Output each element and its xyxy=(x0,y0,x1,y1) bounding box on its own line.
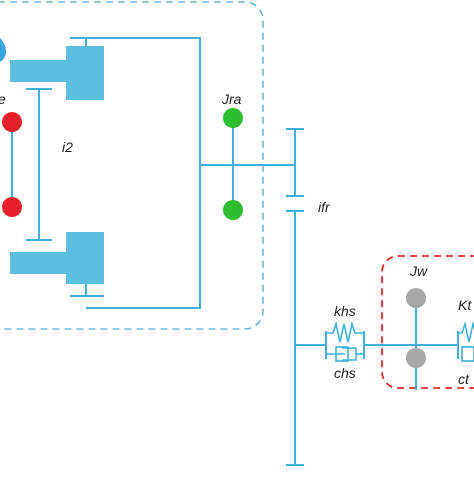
input-shaft-cap xyxy=(0,38,6,62)
red-mass-top xyxy=(2,112,22,132)
halfshaft-spring-damper xyxy=(295,321,410,362)
upper-frame-line xyxy=(86,37,201,309)
label-chs: chs xyxy=(334,365,356,381)
label-ifr: ifr xyxy=(318,199,331,215)
label-jra: Jra xyxy=(221,91,242,107)
green-mass-bottom xyxy=(223,200,243,220)
wheel-inertia xyxy=(406,288,458,390)
label-ct: ct xyxy=(458,371,470,387)
label-jw: Jw xyxy=(409,263,428,279)
final-reduction-gear xyxy=(286,128,304,466)
upper-shaft-block xyxy=(10,60,68,82)
green-mass-top xyxy=(223,108,243,128)
label-left-cut: e xyxy=(0,91,6,107)
lower-shaft-block xyxy=(10,252,68,274)
label-kt: Kt xyxy=(458,297,472,313)
gray-mass-top xyxy=(406,288,426,308)
planet-carrier-left xyxy=(2,88,52,241)
red-mass-bottom xyxy=(2,197,22,217)
tire-spring-damper xyxy=(457,321,474,362)
halfshaft-spring xyxy=(326,321,364,343)
lower-gear-assembly xyxy=(10,232,104,297)
halfshaft-damper-body xyxy=(335,346,349,362)
tire-spring xyxy=(458,321,474,343)
lower-gear-block xyxy=(66,232,104,284)
tire-damper-body xyxy=(461,346,474,362)
upper-gear-block xyxy=(66,46,104,100)
gray-mass-bottom xyxy=(406,348,426,368)
upper-gear-assembly xyxy=(10,37,104,100)
label-khs: khs xyxy=(334,303,356,319)
label-i2: i2 xyxy=(62,139,73,155)
wheel-group-box xyxy=(381,255,474,389)
